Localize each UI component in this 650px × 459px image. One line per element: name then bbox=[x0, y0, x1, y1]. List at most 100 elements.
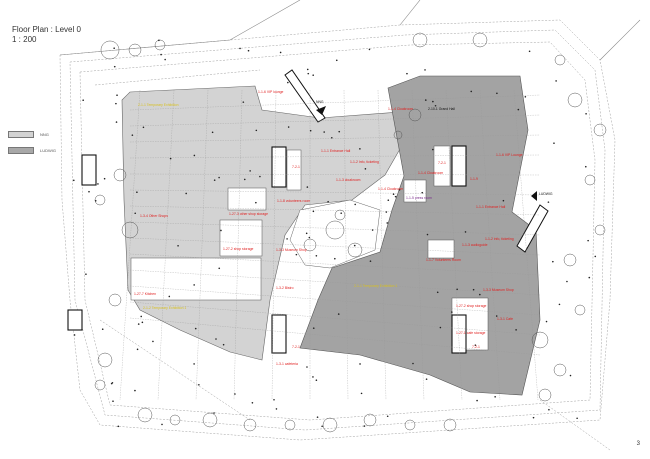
survey-point bbox=[88, 190, 90, 193]
room-label: 7-2-1 bbox=[472, 345, 480, 349]
gridline bbox=[377, 89, 387, 401]
survey-point bbox=[193, 154, 196, 157]
survey-point bbox=[152, 340, 154, 343]
tree-icon bbox=[554, 54, 566, 66]
gridline bbox=[479, 89, 501, 401]
gridline bbox=[129, 317, 541, 356]
survey-point bbox=[354, 203, 356, 206]
tree-icon bbox=[363, 413, 377, 427]
room-label: 1-1-1 Entrance Hall bbox=[476, 205, 505, 209]
tree-icon bbox=[553, 363, 567, 377]
gridline bbox=[129, 94, 541, 111]
tree-icon bbox=[94, 194, 106, 206]
survey-point bbox=[94, 199, 97, 202]
survey-point bbox=[251, 402, 254, 404]
survey-point bbox=[134, 212, 137, 215]
survey-point bbox=[369, 260, 372, 262]
survey-point bbox=[517, 108, 520, 111]
survey-point bbox=[312, 327, 315, 329]
survey-point bbox=[327, 200, 329, 203]
survey-point bbox=[141, 321, 144, 324]
gridline bbox=[129, 301, 541, 336]
drawing-title: Floor Plan : Level 0 1 : 200 bbox=[12, 25, 81, 45]
survey-point bbox=[424, 99, 427, 101]
survey-point bbox=[234, 393, 236, 395]
survey-point bbox=[306, 186, 309, 188]
room-label: 1-1-2 Info, ticketing bbox=[350, 160, 379, 164]
room-label: 2-1-2 Temporary Exhibition 1 bbox=[143, 306, 186, 310]
survey-point bbox=[113, 47, 115, 49]
survey-point bbox=[323, 131, 325, 133]
room-label: 7-2-1 bbox=[292, 165, 300, 169]
courtyard bbox=[289, 199, 381, 269]
tree-icon bbox=[202, 412, 218, 428]
survey-point bbox=[359, 363, 361, 365]
survey-point bbox=[259, 175, 261, 178]
gridline bbox=[445, 89, 463, 401]
survey-point bbox=[136, 348, 139, 351]
survey-point bbox=[287, 81, 289, 84]
survey-point bbox=[385, 211, 388, 213]
survey-point bbox=[103, 177, 106, 180]
tree-icon bbox=[94, 379, 106, 391]
survey-point bbox=[275, 408, 278, 410]
room-label: 1-3-1 cafeteria bbox=[276, 362, 298, 366]
room-label: 1-1-8 volunteers room bbox=[277, 199, 310, 203]
survey-point bbox=[140, 315, 143, 318]
survey-point bbox=[528, 50, 531, 53]
survey-point bbox=[496, 92, 498, 95]
survey-point bbox=[545, 320, 548, 323]
survey-point bbox=[116, 94, 118, 96]
survey-point bbox=[494, 395, 496, 398]
survey-point bbox=[387, 199, 390, 202]
survey-point bbox=[502, 199, 505, 202]
survey-point bbox=[279, 51, 282, 54]
tree-icon bbox=[108, 293, 122, 307]
room-label: 2-1-1 Temporary Exhibition 1 bbox=[354, 284, 397, 288]
room-label: 1-27-2 shop storage bbox=[223, 247, 253, 251]
survey-point bbox=[110, 382, 113, 385]
survey-point bbox=[532, 416, 535, 419]
survey-point bbox=[286, 238, 288, 240]
page-number: 3 bbox=[636, 441, 640, 447]
survey-point bbox=[72, 179, 75, 182]
survey-point bbox=[368, 48, 371, 51]
gridline bbox=[343, 89, 349, 401]
survey-point bbox=[340, 212, 343, 214]
survey-point bbox=[334, 257, 336, 260]
survey-point bbox=[161, 423, 163, 426]
survey-point bbox=[371, 229, 374, 231]
tree-icon bbox=[408, 108, 422, 122]
tree-icon bbox=[325, 220, 345, 240]
tree-icon bbox=[574, 304, 586, 316]
tree-icon bbox=[97, 352, 113, 368]
room-label: 2-1-1 Temporary Exhibition bbox=[138, 103, 179, 107]
legend-label: NNG bbox=[40, 132, 49, 137]
room-label: 1-3-3 Museum Shop bbox=[276, 248, 307, 252]
legend-swatch bbox=[8, 147, 34, 154]
survey-point bbox=[198, 384, 200, 386]
room-label: 1-1-7 Volunteers Room bbox=[426, 258, 461, 262]
room-label: 1-3-1 Cafe bbox=[497, 317, 513, 321]
survey-point bbox=[142, 126, 145, 129]
legend-item-nng: NNG bbox=[8, 131, 49, 138]
survey-point bbox=[193, 284, 195, 286]
survey-point bbox=[193, 363, 195, 365]
tree-icon bbox=[472, 32, 488, 48]
survey-point bbox=[315, 379, 318, 382]
survey-point bbox=[587, 239, 589, 242]
survey-point bbox=[164, 58, 166, 61]
gridline bbox=[129, 221, 541, 236]
gridline bbox=[233, 89, 243, 401]
survey-point bbox=[168, 295, 171, 298]
room-label: 1-1-6 VIP Lounge bbox=[496, 153, 523, 157]
room-label: 1-27-3 other shop storage bbox=[229, 212, 268, 216]
gridline bbox=[271, 89, 277, 401]
room-label: 1-27-2 shop storage bbox=[456, 304, 486, 308]
survey-point bbox=[177, 245, 179, 247]
tree-icon bbox=[563, 253, 577, 267]
survey-point bbox=[117, 425, 120, 428]
survey-point bbox=[386, 415, 389, 418]
survey-point bbox=[137, 323, 140, 325]
